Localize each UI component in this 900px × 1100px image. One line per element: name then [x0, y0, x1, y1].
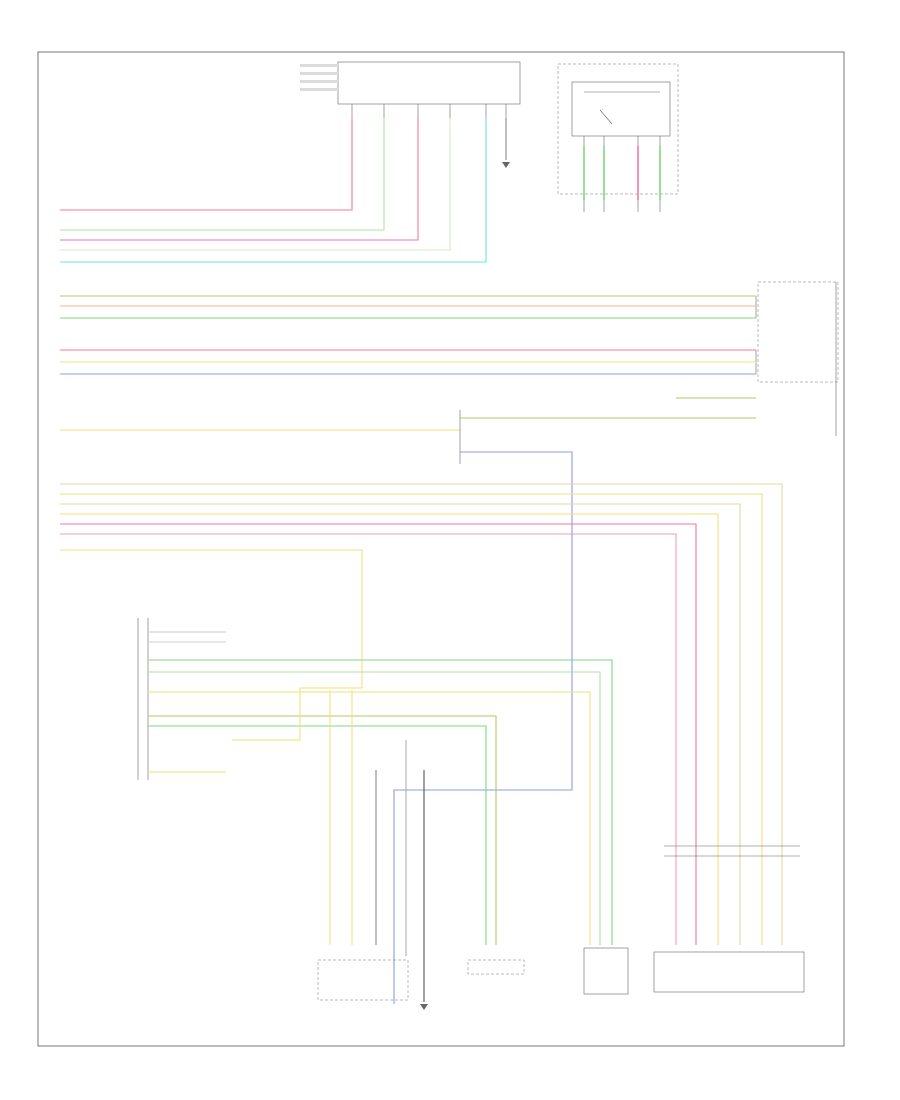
lower-components: [317, 947, 629, 1010]
left-module: [137, 618, 613, 945]
top-connector: [300, 61, 521, 168]
switch-component: [557, 63, 679, 212]
ground-symbol-bottom: [420, 1004, 428, 1010]
bottom-right-component: [653, 845, 805, 993]
middle-drops: [232, 687, 425, 1002]
long-wires: [60, 295, 756, 375]
top-wire-group: [60, 118, 507, 263]
splice-section: [60, 397, 756, 1004]
ground-symbol: [502, 162, 510, 168]
right-connector: [755, 281, 839, 436]
lower-bundle: [60, 483, 783, 945]
diagram-border: [37, 51, 845, 1047]
